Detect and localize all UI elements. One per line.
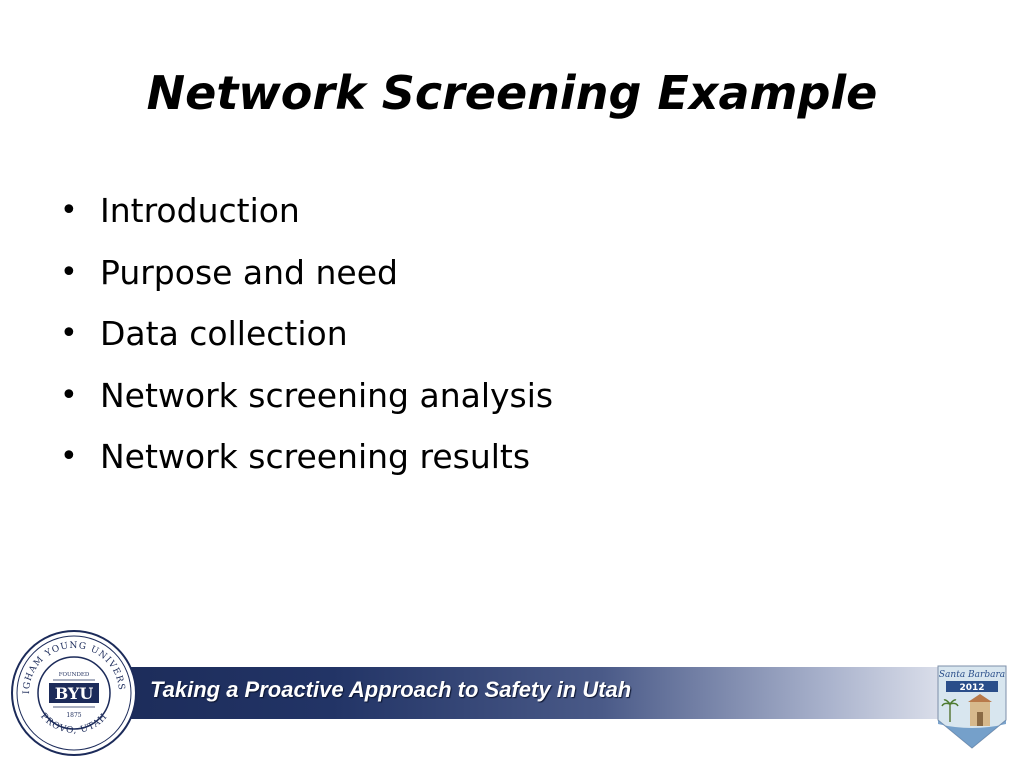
footer-banner [62, 667, 962, 719]
seal-founded-label: FOUNDED [59, 672, 90, 678]
slide-title: Network Screening Example [146, 66, 878, 120]
seal-center-text: BYU [55, 684, 94, 703]
bullet-text: Network screening analysis [100, 375, 554, 415]
conf-logo-year: 2012 [959, 683, 984, 693]
bullet-text: Purpose and need [100, 252, 398, 292]
conf-logo-script: Santa Barbara [939, 670, 1005, 680]
bullet-dot-icon: • [60, 254, 78, 290]
bullet-text: Network screening results [100, 437, 531, 476]
byu-seal-icon: BRIGHAM YOUNG UNIVERSITY PROVO, UTAH FOU… [11, 630, 137, 756]
bullet-dot-icon: • [60, 193, 78, 228]
footer-tagline: Taking a Proactive Approach to Safety in… [150, 677, 632, 702]
santa-barbara-2012-logo-icon: Santa Barbara 2012 [937, 665, 1007, 749]
bullet-text: Introduction [100, 191, 300, 230]
bullet-text: Data collection [100, 314, 348, 353]
bullet-dot-icon: • [60, 316, 78, 351]
seal-year: 1875 [66, 712, 81, 719]
bullet-dot-icon: • [60, 439, 78, 474]
bullet-dot-icon: • [60, 377, 78, 413]
